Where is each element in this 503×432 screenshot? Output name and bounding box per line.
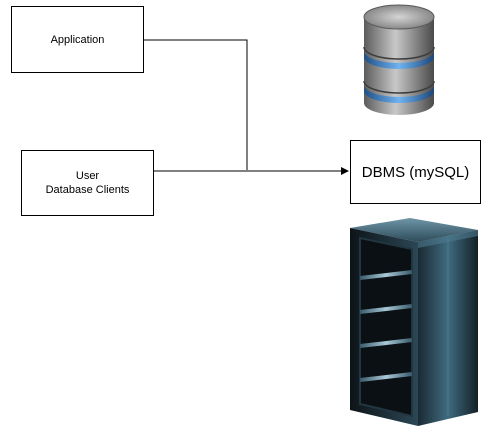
application-node: Application [11,6,144,73]
database-clients-label: Database Clients [45,184,130,196]
application-label: Application [50,33,105,46]
dbms-label: DBMS (mySQL) [361,163,470,181]
application-connector [144,39,248,170]
database-cylinder-icon [363,4,435,115]
server-rack-icon [350,218,478,426]
dbms-node: DBMS (mySQL) [350,140,481,204]
database-clients-node: User Database Clients [21,150,154,216]
user-label: User [75,170,100,182]
